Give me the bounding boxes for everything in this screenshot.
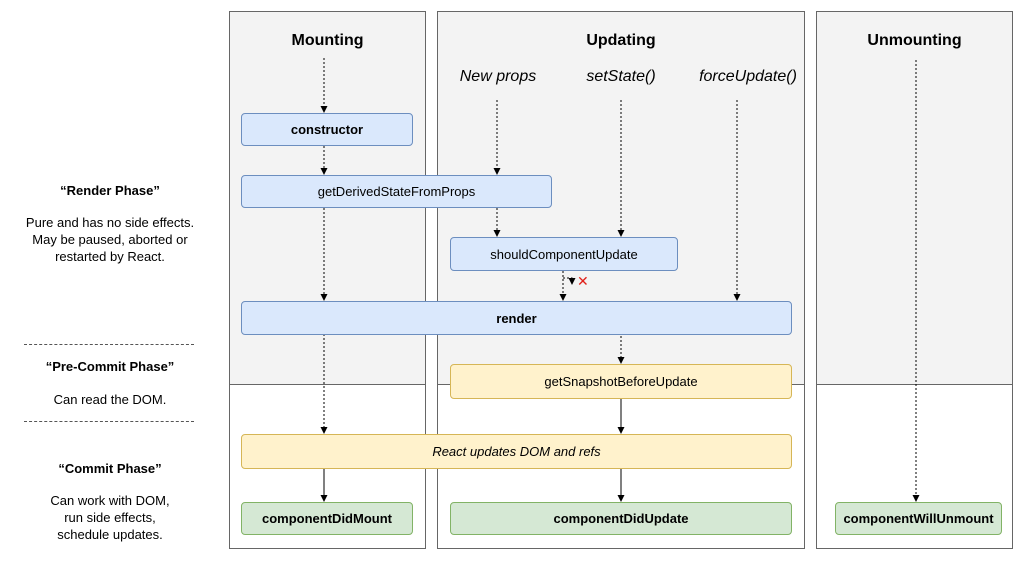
- force-update-trigger: forceUpdate(): [699, 68, 797, 85]
- react-updates-dom-box: React updates DOM and refs: [241, 434, 792, 469]
- render-zone-background: [817, 12, 1012, 384]
- constructor-box: constructor: [241, 113, 413, 146]
- render-commit-divider: [817, 384, 1012, 385]
- cancel-icon: ✕: [577, 273, 589, 289]
- new-props-trigger: New props: [459, 68, 537, 85]
- render-phase-title: “Render Phase”: [60, 183, 160, 198]
- component-will-unmount-box: componentWillUnmount: [835, 502, 1002, 535]
- commit-phase-description: Can work with DOM, run side effects, sch…: [50, 493, 170, 542]
- unmounting-column-title: Unmounting: [867, 32, 962, 49]
- set-state-trigger: setState(): [586, 68, 656, 85]
- render-phase-description: Pure and has no side effects. May be pau…: [25, 215, 195, 264]
- render-box: render: [241, 301, 792, 335]
- phase-separator: [24, 344, 194, 345]
- mounting-column-title: Mounting: [291, 32, 364, 49]
- phase-separator: [24, 421, 194, 422]
- get-snapshot-before-update-box: getSnapshotBeforeUpdate: [450, 364, 792, 399]
- pre-commit-phase-title: “Pre-Commit Phase”: [45, 359, 175, 374]
- unmounting-column: Unmounting: [816, 11, 1013, 549]
- commit-phase-title: “Commit Phase”: [58, 461, 162, 476]
- component-did-update-box: componentDidUpdate: [450, 502, 792, 535]
- should-component-update-box: shouldComponentUpdate: [450, 237, 678, 271]
- pre-commit-phase-description: Can read the DOM.: [53, 392, 167, 407]
- get-derived-state-from-props-box: getDerivedStateFromProps: [241, 175, 552, 208]
- updating-column-title: Updating: [586, 32, 656, 49]
- render-commit-divider: [230, 384, 425, 385]
- arrow-scu-cancel: [563, 277, 576, 285]
- component-did-mount-box: componentDidMount: [241, 502, 413, 535]
